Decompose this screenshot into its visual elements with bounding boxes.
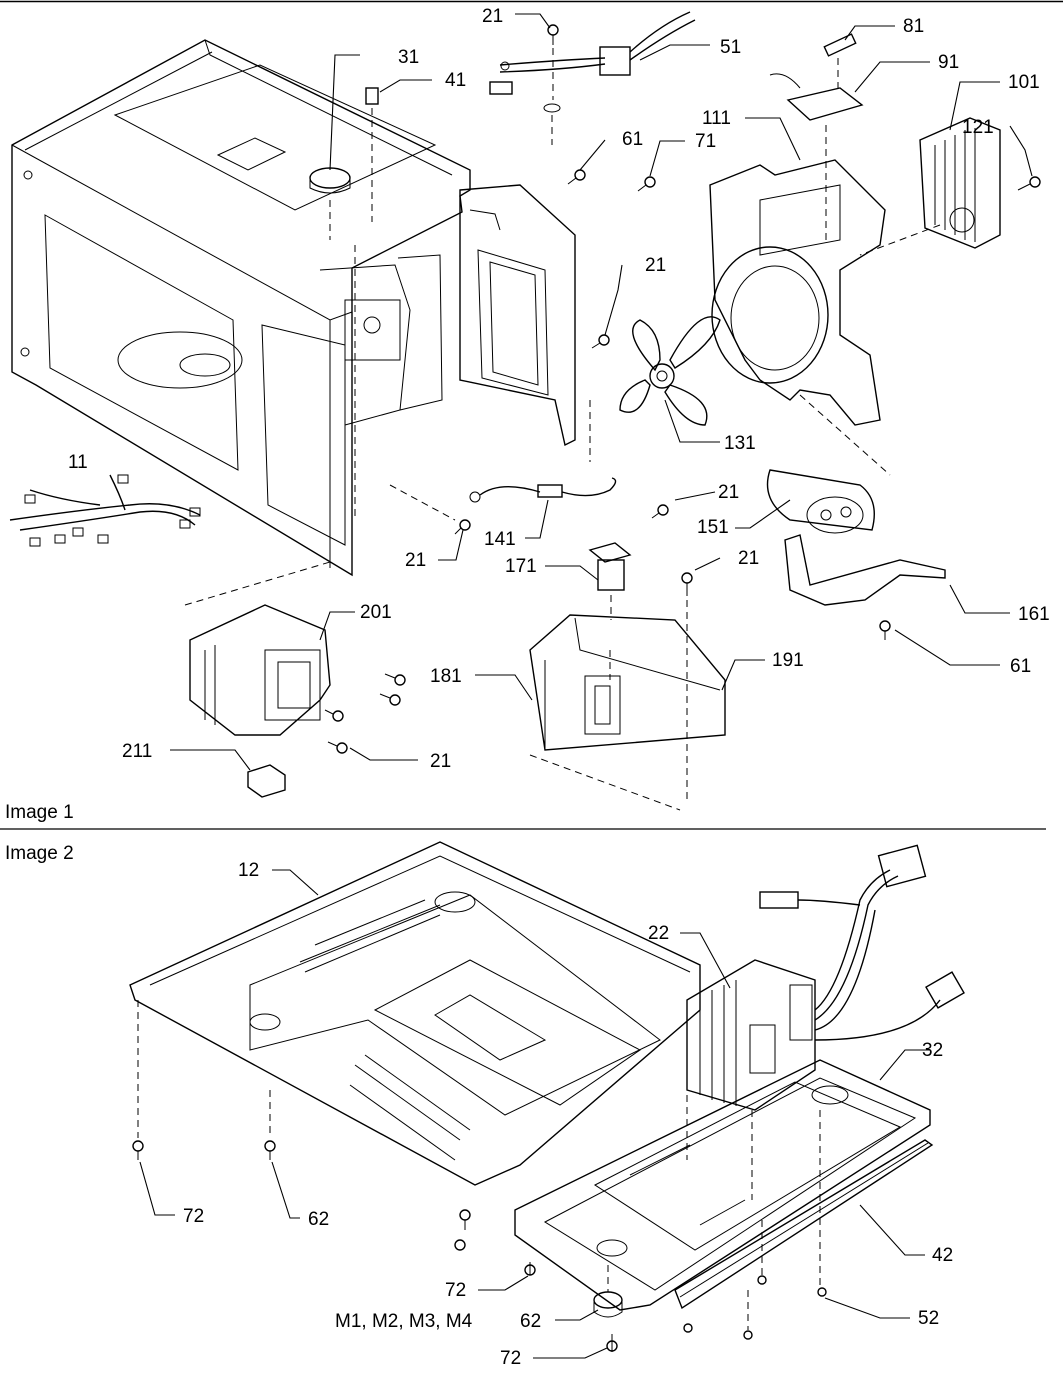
callouts-image-1: 21 51 81 31 41 91 101 111 121 61 71 21 1… (68, 6, 1050, 772)
callout-21-left: 21 (405, 550, 426, 571)
callout-21-magnetron: 21 (430, 751, 451, 772)
callout-171: 171 (505, 556, 537, 577)
callout-111: 111 (702, 108, 731, 129)
hv-transformer-part (529, 614, 726, 811)
capacitor-part (766, 469, 875, 534)
screw-72-left (132, 1000, 144, 1160)
leaders-image-1 (170, 13, 1033, 771)
callout-21-top: 21 (482, 6, 503, 27)
callout-81: 81 (903, 16, 924, 37)
power-cord-part (489, 11, 696, 95)
callout-191: 191 (772, 650, 804, 671)
diode-part (588, 542, 632, 620)
screw-21-diode (681, 572, 693, 800)
section-label-image-2: Image 2 (5, 843, 74, 864)
wire-harness-part (9, 474, 201, 547)
control-base-part (514, 1059, 931, 1311)
callout-71: 71 (695, 131, 716, 152)
fan-housing-part (709, 159, 886, 426)
callout-151: 151 (697, 517, 729, 538)
callout-72-bottom: 72 (500, 1348, 521, 1369)
transformer-part (686, 959, 816, 1200)
screw-71 (637, 176, 656, 192)
fan-blade-part (619, 316, 721, 426)
screws-52 (683, 1220, 827, 1340)
leaders-image-2 (139, 869, 930, 1359)
image-1-group: 21 51 81 31 41 91 101 111 121 61 71 21 1… (5, 6, 1050, 823)
callout-52: 52 (918, 1308, 939, 1329)
screw-61-bracket (879, 620, 891, 640)
callout-61-bracket: 61 (1010, 656, 1031, 677)
screw-21-mid-right (651, 504, 669, 519)
callout-31: 31 (398, 47, 419, 68)
callout-21-diode: 21 (738, 548, 759, 569)
callout-11: 11 (68, 452, 88, 473)
callout-211: 211 (122, 741, 152, 762)
fan-motor-part (859, 117, 1001, 256)
callout-21-mid: 21 (718, 482, 739, 503)
screw-61-top (567, 169, 586, 185)
thermal-cutout-part (247, 764, 286, 798)
callout-141: 141 (484, 529, 516, 550)
callout-101: 101 (1008, 72, 1040, 93)
magnetron-part (184, 561, 331, 736)
base-plate-part (129, 841, 701, 1186)
screw-magnetron-2 (384, 673, 406, 686)
screw-21-top (543, 24, 561, 145)
capacitor-bracket-part (784, 534, 946, 606)
screw-magnetron-1 (379, 693, 401, 706)
callout-121: 121 (962, 117, 994, 138)
screw-magnetron-4 (327, 741, 348, 754)
callout-91: 91 (938, 52, 959, 73)
cavity-assembly (11, 39, 471, 577)
image-2-group: Image 2 (5, 841, 965, 1369)
vent-grille-part (674, 1139, 934, 1310)
sensor-cord-part (469, 477, 617, 503)
control-panel-plate (459, 184, 576, 447)
screw-121 (1017, 176, 1041, 191)
callout-51: 51 (720, 37, 741, 58)
callout-21-fan: 21 (645, 255, 666, 276)
screw-21-mid-left (454, 519, 471, 535)
screw-21-fan (591, 334, 610, 349)
callout-72-left: 72 (183, 1206, 204, 1227)
callout-12: 12 (238, 860, 259, 881)
callouts-image-2: 12 22 32 72 62 42 72 52 M1, M2, M3, M4 6… (183, 860, 953, 1369)
screw-base-front (454, 1209, 471, 1251)
section-label-image-1: Image 1 (5, 802, 74, 823)
screw-magnetron-3 (324, 709, 344, 722)
callout-131: 131 (724, 433, 756, 454)
callout-181: 181 (430, 666, 462, 687)
callout-m1-m4: M1, M2, M3, M4 (335, 1311, 473, 1332)
callout-32: 32 (922, 1040, 943, 1061)
callout-61-top: 61 (622, 129, 643, 150)
callout-22: 22 (648, 923, 669, 944)
callout-41: 41 (445, 70, 466, 91)
fuse-holder-part (769, 73, 864, 240)
screw-72-bottom (606, 1334, 618, 1352)
callout-201: 201 (360, 602, 392, 623)
switch-part (365, 87, 379, 222)
foot-62-left (264, 1090, 276, 1160)
callout-62-left: 62 (308, 1209, 329, 1230)
transformer-wires-part (759, 844, 965, 1041)
fuse-part (823, 33, 857, 92)
thermostat-part (309, 167, 351, 240)
callout-62-center: 62 (520, 1311, 541, 1332)
screw-72-mid (524, 1262, 536, 1276)
callout-72-mid: 72 (445, 1280, 466, 1301)
callout-42: 42 (932, 1245, 953, 1266)
callout-161: 161 (1018, 604, 1050, 625)
